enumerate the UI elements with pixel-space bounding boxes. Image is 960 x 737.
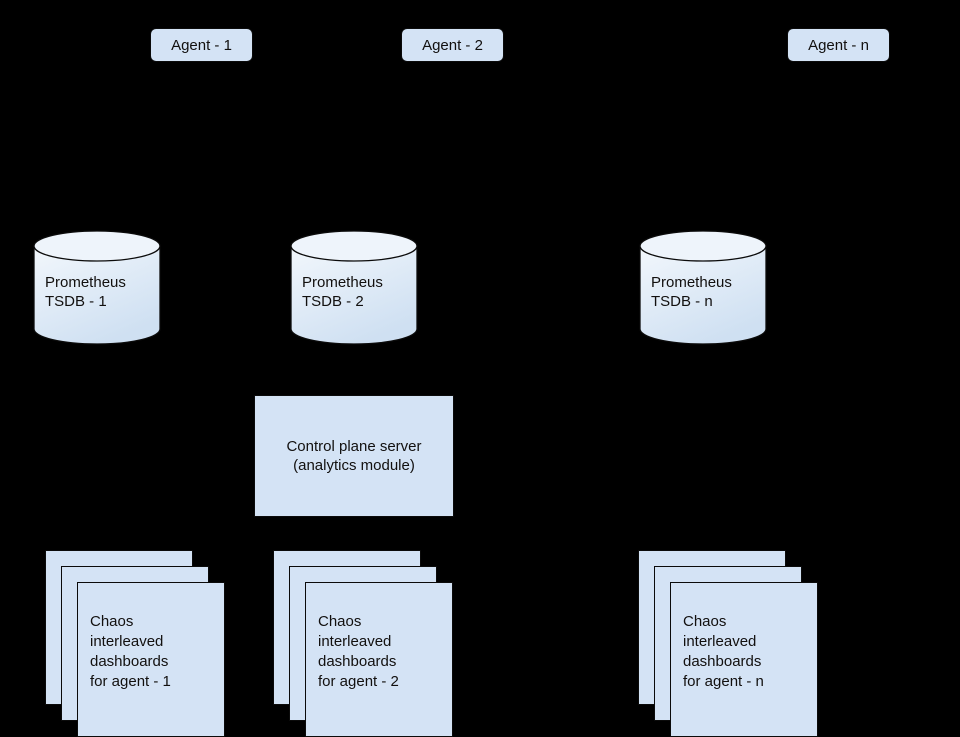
cylinder-icon (290, 230, 418, 345)
agent-label-1: Agent - 1 (171, 36, 232, 54)
agent-node-n[interactable]: Agent - n (787, 28, 890, 62)
connector-tsdb-1-to-control-plane (96, 346, 334, 401)
agent-label-n: Agent - n (808, 36, 869, 54)
agent-node-1[interactable]: Agent - 1 (150, 28, 253, 62)
connector-tsdb-n-to-control-plane (374, 346, 704, 401)
dashboard-stack-label-agent-n: Chaos interleaved dashboards for agent -… (683, 613, 764, 690)
dashboard-stack-agent-n[interactable]: Chaos interleaved dashboards for agent -… (638, 550, 818, 737)
dashboard-card-front (77, 582, 225, 737)
connector-agent-1-to-tsdb-1 (93, 62, 202, 229)
dashboard-card-front (305, 582, 453, 737)
agent-label-2: Agent - 2 (422, 36, 483, 54)
database-label-tsdb-1: Prometheus TSDB - 1 (45, 274, 126, 310)
database-node-tsdb-n[interactable]: Prometheus TSDB - n (639, 230, 767, 345)
cylinder-icon (639, 230, 767, 345)
connector-agent-n-to-tsdb-n (699, 62, 839, 229)
dashboard-stack-label-agent-1: Chaos interleaved dashboards for agent -… (90, 613, 171, 690)
dashboard-stack-agent-1[interactable]: Chaos interleaved dashboards for agent -… (45, 550, 225, 737)
database-label-tsdb-n: Prometheus TSDB - n (651, 274, 732, 310)
database-node-tsdb-2[interactable]: Prometheus TSDB - 2 (290, 230, 418, 345)
control-plane-server-node[interactable]: Control plane server (analytics module) (254, 395, 454, 517)
dashboard-stack-label-agent-2: Chaos interleaved dashboards for agent -… (318, 613, 399, 690)
dashboard-stack-agent-2[interactable]: Chaos interleaved dashboards for agent -… (273, 550, 453, 737)
cylinder-icon (33, 230, 161, 345)
diagram-canvas: Agent - 1 Agent - 2 Agent - n Prometheus… (33, 28, 890, 737)
database-label-tsdb-2: Prometheus TSDB - 2 (302, 274, 383, 310)
database-node-tsdb-1[interactable]: Prometheus TSDB - 1 (33, 230, 161, 345)
agent-node-2[interactable]: Agent - 2 (401, 28, 504, 62)
dashboard-card-front (670, 582, 818, 737)
control-plane-server-label: Control plane server (analytics module) (286, 438, 422, 474)
connector-agent-2-to-tsdb-2 (350, 62, 453, 229)
